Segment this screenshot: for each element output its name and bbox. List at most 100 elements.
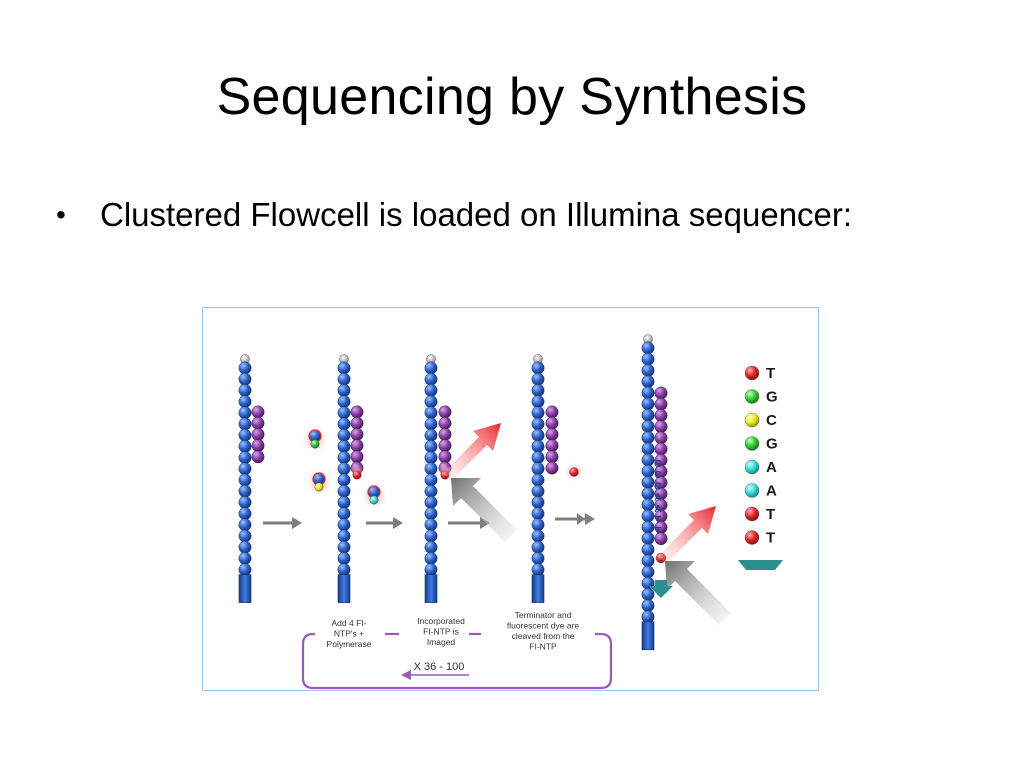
- strand-bead: [238, 428, 252, 442]
- primer-bead: [251, 439, 265, 453]
- strand-bead: [238, 507, 252, 521]
- sequence-key-letter: T: [766, 365, 775, 382]
- strand-bead: [337, 484, 351, 498]
- sequence-key-dot: [744, 483, 760, 498]
- strand-bead: [337, 518, 351, 532]
- strand-bead: [641, 352, 655, 366]
- strand-bead: [337, 529, 351, 543]
- primer-4: [545, 405, 559, 475]
- sequence-key-dot: [744, 436, 760, 451]
- sequence-key-letter: T: [766, 530, 775, 547]
- cycle-loop-line: [301, 632, 613, 690]
- sequence-key-dot: [744, 412, 760, 428]
- strand-bead: [641, 408, 655, 422]
- primer-3: [438, 405, 452, 475]
- teal-bar-icon: [738, 560, 783, 570]
- bullet-text: Clustered Flowcell is loaded on Illumina…: [100, 196, 853, 233]
- strand-bead: [531, 495, 545, 509]
- strand-bead: [531, 395, 545, 409]
- strand-bead: [531, 428, 545, 442]
- slide-title: Sequencing by Synthesis: [216, 68, 808, 126]
- strand-bead: [238, 563, 252, 577]
- strand-bead: [424, 529, 438, 543]
- strand-base-letter: A: [654, 493, 661, 504]
- step-arrow-4: [555, 513, 595, 525]
- primer-bead: [251, 427, 265, 441]
- primer-bead: [438, 450, 452, 464]
- primer-bead: [438, 416, 452, 430]
- step-arrow-3: [448, 517, 490, 529]
- strand-bead: [424, 518, 438, 532]
- strand-bead: [238, 361, 252, 375]
- strand-base-letter: T: [655, 526, 661, 537]
- primer-bead: [350, 439, 364, 453]
- strand-bead: [337, 417, 351, 431]
- strand-bead: [641, 487, 655, 501]
- strand-bead: [424, 462, 438, 476]
- strand-bead: [337, 473, 351, 487]
- primer-bead: [545, 405, 559, 419]
- strand-bead: [531, 529, 545, 543]
- laser-arrow-icon: [443, 423, 501, 481]
- primer-2: [350, 405, 364, 475]
- strand-bead: [337, 395, 351, 409]
- caption-line: Add 4 FI-: [332, 618, 367, 628]
- strand-bead: [641, 554, 655, 568]
- strand-base-letter: G: [654, 481, 662, 492]
- strand-bead: [641, 453, 655, 467]
- bullet-icon: •: [56, 199, 66, 230]
- primer-bead: [350, 450, 364, 464]
- strand-base-letter: A: [654, 504, 661, 515]
- strand-bead: [238, 529, 252, 543]
- strand-bead: [337, 507, 351, 521]
- strand-bead: [531, 417, 545, 431]
- strand-bead: [424, 395, 438, 409]
- strand-bead: [641, 610, 655, 624]
- sequence-key-dot: [744, 365, 760, 381]
- camera-arrow-2: [665, 561, 731, 625]
- sequence-key-letter: G: [766, 436, 778, 453]
- primer-bead: [654, 397, 668, 411]
- dye-bead: [310, 439, 320, 449]
- strand-2: [337, 354, 351, 603]
- strand-bead: [424, 473, 438, 487]
- strand-bead: [424, 540, 438, 554]
- strand-bead: [641, 419, 655, 433]
- caption-line: NTP's +: [334, 629, 364, 639]
- sequence-key-letter: A: [766, 459, 777, 476]
- strand-bead: [531, 551, 545, 565]
- strand-bead: [531, 361, 545, 375]
- strand-bead: [337, 462, 351, 476]
- strand-5: [641, 334, 655, 651]
- primer-1: [251, 405, 265, 464]
- strand-bead: [424, 451, 438, 465]
- caption-line: fluorescent dye are: [507, 621, 580, 631]
- strand-base-letter: G: [654, 459, 662, 470]
- primer-bead: [350, 427, 364, 441]
- strand-bead: [238, 518, 252, 532]
- strand-bead: [641, 397, 655, 411]
- strand-bead: [531, 473, 545, 487]
- step-arrow-2: [366, 517, 403, 529]
- primer-bead: [545, 450, 559, 464]
- strand-bead: [531, 484, 545, 498]
- primer-bead: [545, 461, 559, 475]
- strand-bead: [641, 531, 655, 545]
- strand-bead: [238, 406, 252, 420]
- strand-bead: [641, 599, 655, 613]
- strand-4: [531, 354, 545, 603]
- strand-bead: [531, 563, 545, 577]
- primer-bead: [654, 386, 668, 400]
- primer-bead: [438, 439, 452, 453]
- strand-bead: [424, 484, 438, 498]
- strand-bead: [424, 551, 438, 565]
- primer-bead: [654, 431, 668, 445]
- primer-bead: [545, 439, 559, 453]
- strand-bead: [641, 386, 655, 400]
- strand-bead: [531, 406, 545, 420]
- camera-arrow-icon: [665, 561, 731, 625]
- caption-line: Terminator and: [515, 610, 572, 620]
- nucleotide-cyan: [361, 483, 387, 509]
